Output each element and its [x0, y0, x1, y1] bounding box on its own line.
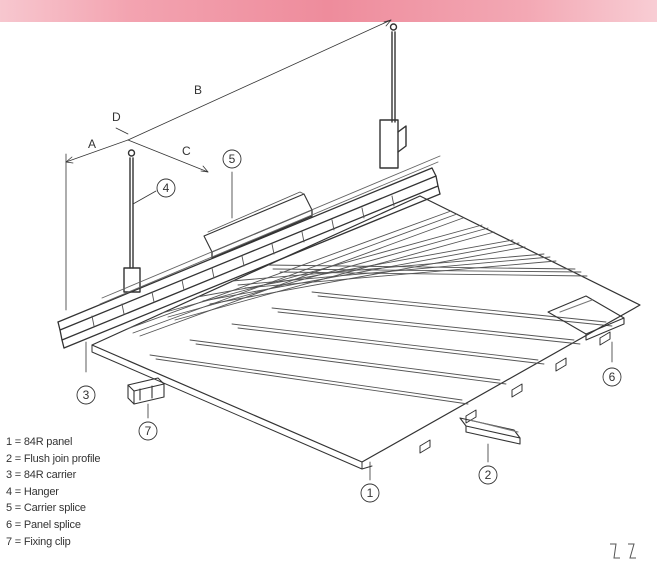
legend-item: 5 = Carrier splice: [6, 502, 86, 515]
callout-label-flush-join: 2: [485, 468, 492, 482]
dimension-lines: [65, 19, 392, 311]
flush-join-profile: [459, 417, 521, 445]
legend-item: 4 = Hanger: [6, 485, 59, 498]
legend-item: 1 = 84R panel: [6, 436, 73, 448]
panel-splice: [547, 295, 625, 341]
dimension-label-a: A: [88, 137, 96, 151]
fixing-clip: [127, 377, 165, 405]
dimension-label-c: C: [182, 144, 191, 158]
callout-label-panel-splice: 6: [609, 370, 616, 384]
hangers: [123, 23, 407, 293]
callout-label-carrier-splice: 5: [229, 152, 236, 166]
legend-list: 1 = 84R panel 2 = Flush join profile 3 =…: [6, 434, 101, 550]
top-banner: [0, 0, 657, 22]
callout-label-carrier: 3: [83, 388, 90, 402]
dimension-label-b: B: [194, 83, 202, 97]
ceiling-panels: [91, 195, 641, 470]
legend-item: 3 = 84R carrier: [6, 469, 77, 482]
legend-item: 2 = Flush join profile: [6, 452, 101, 465]
callout-leaders: [85, 171, 613, 481]
callout-circles: [76, 149, 622, 503]
carrier-rail: [57, 155, 441, 349]
legend-item: 6 = Panel splice: [6, 518, 81, 531]
dimension-label-d: D: [112, 110, 121, 124]
callout-label-hanger: 4: [163, 181, 170, 195]
callout-label-fixing-clip: 7: [145, 424, 152, 438]
profile-symbol-icon: [610, 543, 636, 559]
callout-label-panel: 1: [367, 486, 374, 500]
legend-item: 7 = Fixing clip: [6, 535, 71, 548]
